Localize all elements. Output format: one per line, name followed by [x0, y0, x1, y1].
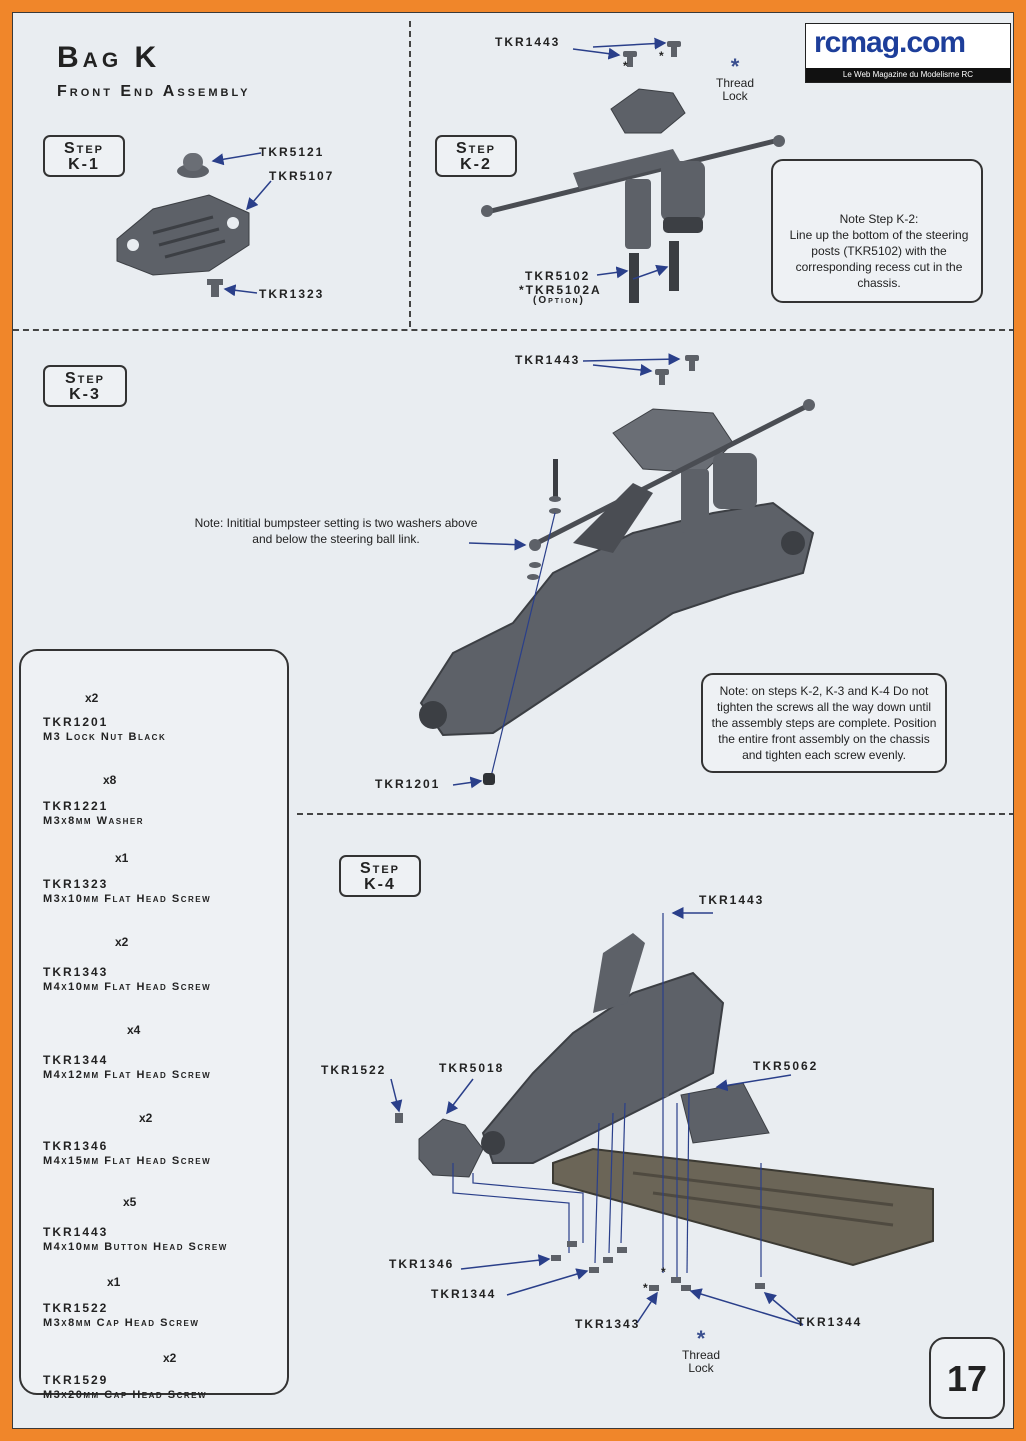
- k3-label-lock-nut: TKR1201: [375, 777, 441, 791]
- divider-middle: [297, 813, 1013, 815]
- part-desc: M4x10mm Button Head Screw: [43, 1241, 228, 1253]
- step-k1-number: K-1: [68, 156, 100, 173]
- step-k3-badge: Step K-3: [43, 365, 127, 407]
- k3-lock-nut: [483, 773, 495, 785]
- step-k3-number: K-3: [69, 386, 101, 403]
- k2-top-plate: [610, 88, 686, 134]
- step-k4-label: Step: [359, 860, 401, 877]
- k1-label-ball-stud: TKR5121: [259, 145, 325, 159]
- part-qty: x2: [85, 691, 99, 705]
- k4-label-m4x10-flat: TKR1343: [575, 1317, 641, 1331]
- parts-list: x2 TKR1201 M3 Lock Nut Black x8 TKR1221 …: [19, 649, 289, 1401]
- step-k2-badge: Step K-2: [435, 135, 517, 177]
- step-k4-number: K-4: [364, 876, 396, 893]
- logo-text: rcmag.com: [814, 26, 966, 59]
- step-k3-label: Step: [64, 370, 106, 387]
- k1-label-plate: TKR5107: [269, 169, 335, 183]
- part-code: TKR1346: [43, 1139, 109, 1153]
- k4-label-m4x15: TKR1346: [389, 1257, 455, 1271]
- part-qty: x1: [115, 851, 129, 865]
- k2-steering-rack: [481, 135, 785, 249]
- k2-note-text: Note Step K-2: Line up the bottom of the…: [789, 212, 969, 290]
- k3-label-button-screw: TKR1443: [515, 353, 581, 367]
- page-title: Bag K: [57, 41, 161, 74]
- step-k4-badge: Step K-4: [339, 855, 421, 897]
- k4-label-cap-screw: TKR1522: [321, 1063, 387, 1077]
- part-desc: M3x10mm Flat Head Screw: [43, 893, 212, 905]
- k1-screw: [207, 279, 223, 297]
- k4-thread-lock-badge: * Thread Lock: [673, 1326, 729, 1375]
- part-qty: x2: [115, 935, 129, 949]
- logo-tagline: Le Web Magazine du Modelisme RC: [806, 68, 1010, 82]
- k1-ball-stud: [177, 153, 209, 178]
- k4-thread-lock-icon: *: [696, 1326, 706, 1351]
- k4-leader-lines: [452, 913, 762, 1277]
- part-code: TKR1221: [43, 799, 109, 813]
- k4-asterisk-2: *: [661, 1265, 668, 1279]
- part-desc: M3x8mm Washer: [43, 815, 145, 827]
- k3-tighten-note-box: Note: on steps K-2, K-3 and K-4 Do not t…: [701, 673, 947, 773]
- part-code: TKR1201: [43, 715, 109, 729]
- step-k1-badge: Step K-1: [43, 135, 125, 177]
- step-k2-number: K-2: [460, 156, 492, 173]
- k4-screws: [551, 1241, 765, 1291]
- k2-screws: [623, 41, 681, 67]
- k4-front-assembly: [481, 933, 770, 1164]
- part-desc: M3x8mm Cap Head Screw: [43, 1317, 200, 1329]
- part-desc: M4x12mm Flat Head Screw: [43, 1069, 212, 1081]
- k2-label-post: TKR5102: [525, 269, 591, 283]
- step-k1-label: Step: [63, 140, 105, 157]
- divider-k1-k2: [409, 21, 411, 327]
- k2-asterisk-1: *: [623, 59, 630, 73]
- part-code: TKR1344: [43, 1053, 109, 1067]
- k4-chassis-plate: [552, 1147, 934, 1267]
- k4-label-top-screw: TKR1443: [699, 893, 765, 907]
- k4-label-bumper: TKR5018: [439, 1061, 505, 1075]
- k2-label-option: (Option): [533, 295, 585, 306]
- part-code: TKR1443: [43, 1225, 109, 1239]
- part-code: TKR1343: [43, 965, 109, 979]
- k4-label-m4x12-right: TKR1344: [797, 1315, 863, 1329]
- k3-washer-stack: [527, 459, 561, 580]
- k2-asterisk-2: *: [659, 49, 666, 63]
- part-code: TKR1323: [43, 877, 109, 891]
- k4-thread-lock-label: Thread Lock: [681, 1348, 721, 1375]
- part-desc: M4x15mm Flat Head Screw: [43, 1155, 212, 1167]
- part-desc: M4x10mm Flat Head Screw: [43, 981, 212, 993]
- part-qty: x2: [163, 1351, 177, 1365]
- k3-screws: [655, 355, 699, 385]
- part-qty: x4: [127, 1023, 141, 1037]
- part-qty: x2: [139, 1111, 153, 1125]
- page-number: 17: [929, 1337, 1005, 1419]
- manual-page: Bag K Front End Assembly rcmag.com Le We…: [12, 12, 1014, 1429]
- k4-label-m4x12-left: TKR1344: [431, 1287, 497, 1301]
- step-k2-label: Step: [455, 140, 497, 157]
- k4-label-brace: TKR5062: [753, 1059, 819, 1073]
- k3-bumpsteer-note: Note: Inititial bumpsteer setting is two…: [194, 516, 478, 546]
- part-desc: M3 Lock Nut Black: [43, 731, 167, 743]
- k2-thread-lock-label: Thread Lock: [715, 76, 755, 103]
- k1-steering-plate: [116, 194, 250, 276]
- k2-thread-lock-badge: * Thread Lock: [707, 54, 763, 103]
- k2-label-post-option: *TKR5102A: [519, 283, 602, 297]
- k2-thread-lock-icon: *: [730, 54, 740, 79]
- part-desc: M3x20mm Cap Head Screw: [43, 1389, 208, 1401]
- k4-cap-screw: [395, 1113, 403, 1123]
- k3-tighten-note-text: Note: on steps K-2, K-3 and K-4 Do not t…: [711, 684, 937, 762]
- part-code: TKR1522: [43, 1301, 109, 1315]
- part-code: TKR1529: [43, 1373, 109, 1387]
- k2-note-box: Note Step K-2: Line up the bottom of the…: [771, 159, 983, 303]
- part-qty: x5: [123, 1195, 137, 1209]
- part-qty: x1: [107, 1275, 121, 1289]
- page-subtitle: Front End Assembly: [57, 83, 251, 100]
- k4-asterisk-1: *: [643, 1281, 650, 1295]
- divider-top: [13, 329, 1013, 331]
- k2-label-button-screw: TKR1443: [495, 35, 561, 49]
- part-qty: x8: [103, 773, 117, 787]
- k4-bumper: [418, 1118, 484, 1178]
- k1-label-screw: TKR1323: [259, 287, 325, 301]
- k3-front-assembly: [419, 399, 815, 737]
- rcmag-logo[interactable]: rcmag.com Le Web Magazine du Modelisme R…: [805, 23, 1011, 83]
